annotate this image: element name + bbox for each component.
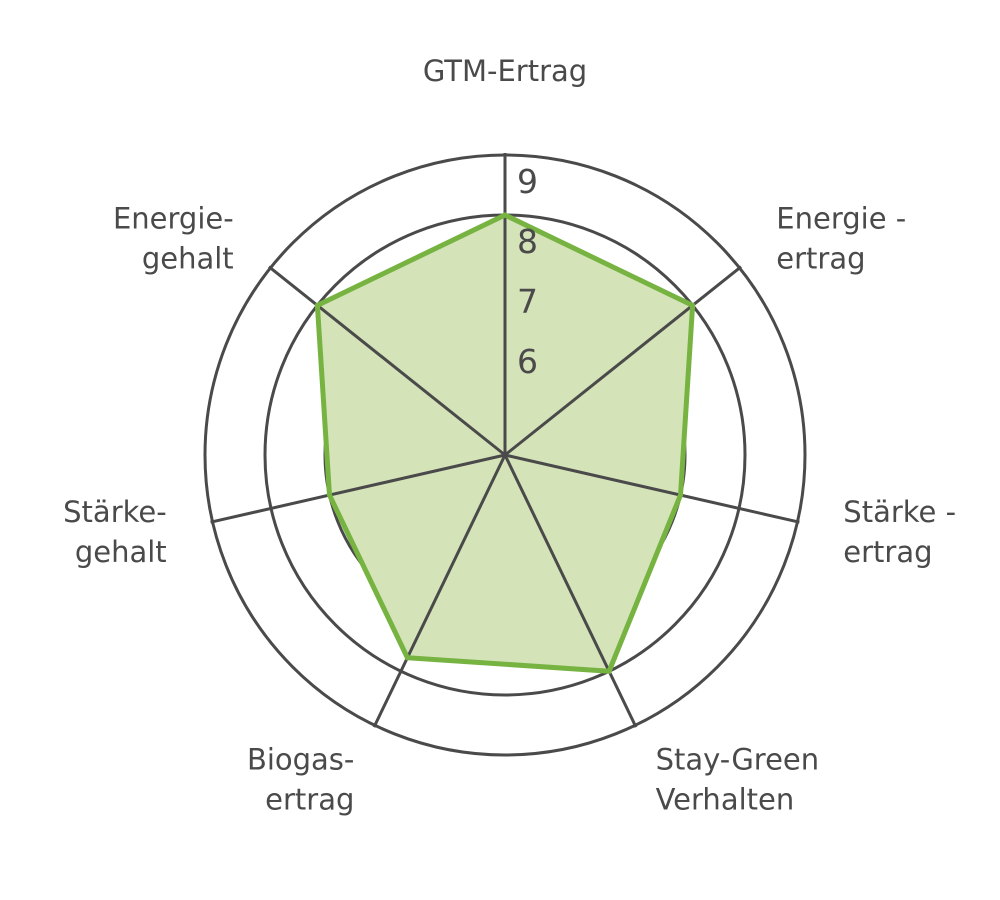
axis-label-2: Stärke - ertrag (843, 495, 956, 569)
axis-label-line: ertrag (843, 535, 932, 569)
radar-spokes (210, 153, 800, 728)
radial-tick-label: 9 (517, 162, 538, 201)
spoke-6 (267, 265, 506, 457)
spoke-3 (503, 454, 638, 728)
axis-label-line: ertrag (776, 242, 865, 276)
axis-label-1: Energie - ertrag (776, 202, 906, 276)
axis-label-line: Biogas- (247, 743, 354, 777)
spoke-2 (504, 453, 800, 524)
axis-label-line: Energie- (113, 202, 234, 236)
axis-label-4: Biogas-ertrag (247, 743, 354, 817)
axis-label-line: Energie - (776, 202, 906, 236)
axis-label-line: gehalt (75, 535, 167, 569)
radial-tick-label: 8 (517, 222, 538, 261)
radial-tick-label: 6 (517, 342, 538, 381)
axis-label-0: GTM-Ertrag (423, 54, 587, 88)
axis-label-line: Stärke- (63, 495, 167, 529)
series-0-line (314, 212, 696, 674)
axis-label-line: Stay-Green (656, 743, 820, 777)
axis-label-line: Verhalten (656, 783, 795, 817)
axis-label-5: Stärke-gehalt (63, 495, 167, 569)
spoke-4 (372, 454, 507, 728)
spoke-5 (210, 453, 506, 524)
axis-label-6: Energie-gehalt (113, 202, 234, 276)
axis-label-line: ertrag (265, 783, 354, 817)
radial-tick-label: 7 (517, 282, 538, 321)
spoke-1 (504, 265, 743, 457)
axis-label-line: GTM-Ertrag (423, 54, 587, 88)
axis-label-line: Stärke - (843, 495, 956, 529)
radial-tick-labels: 6 7 8 9 (517, 162, 538, 381)
axis-label-line: gehalt (142, 242, 234, 276)
